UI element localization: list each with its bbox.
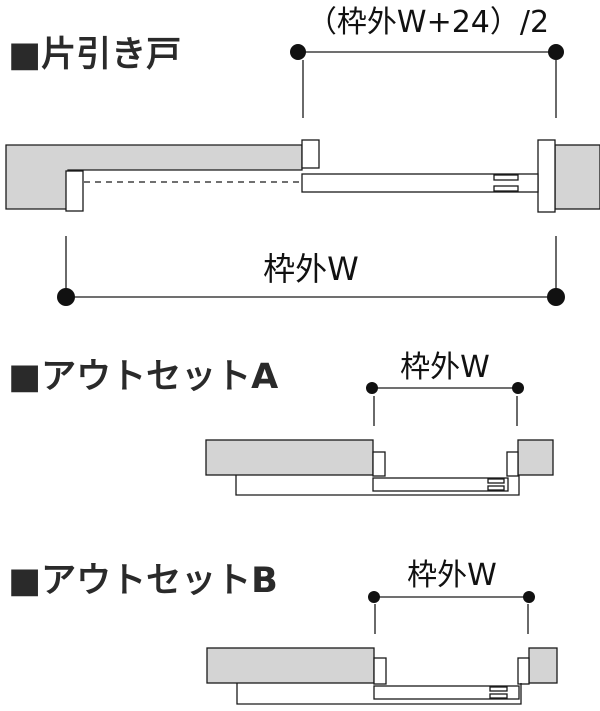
dimension-dot-bottom-left [57, 288, 75, 306]
frame-jamb-right [537, 139, 556, 213]
section-outset-b: ■アウトセットB 枠外W [8, 558, 558, 705]
dimension-label-half-width: （枠外W+24）/2 [307, 5, 549, 40]
wall-outset-b-right [528, 647, 558, 684]
dimension-dot-outset-a-left [366, 382, 378, 394]
rail-outset-b [236, 683, 522, 705]
dimension-label-outset-a: 枠外W [400, 350, 490, 385]
section-heading-outset-a: ■アウトセットA [8, 357, 278, 397]
door-panel-outset-b [373, 685, 520, 700]
frame-outset-a-right [506, 451, 519, 477]
dimension-dot-outset-b-left [368, 591, 380, 603]
dimension-dot-outset-b-right [523, 591, 535, 603]
wall-outset-a-left [205, 439, 374, 476]
rail-outset-a [235, 475, 520, 496]
dimension-dot-outset-a-right [512, 382, 524, 394]
handle-outset-a-top [487, 478, 505, 484]
frame-stop-left [301, 139, 320, 169]
dimension-dot-top-left [290, 44, 306, 60]
section-outset-a: ■アウトセットA 枠外W [8, 350, 554, 496]
wall-left [5, 144, 303, 210]
door-panel [301, 173, 539, 193]
handle-outset-b-top [489, 686, 508, 692]
section-katabiki-door: ■片引き戸 （枠外W+24）/2 枠外W [5, 5, 600, 306]
frame-jamb-left [65, 170, 84, 212]
wall-right [554, 144, 600, 210]
frame-outset-a-left [372, 451, 386, 477]
section-heading-outset-b: ■アウトセットB [8, 561, 278, 601]
door-panel-outset-a [372, 477, 509, 492]
dimension-label-outset-b: 枠外W [407, 558, 497, 593]
handle-top [493, 174, 519, 181]
dimension-label-frame-width: 枠外W [263, 250, 359, 288]
frame-outset-b-right [517, 657, 530, 685]
section-heading-katabiki: ■片引き戸 [8, 35, 181, 75]
handle-bottom [493, 185, 519, 192]
handle-outset-b-bottom [489, 693, 508, 699]
wall-outset-b-left [206, 647, 375, 684]
dimension-dot-bottom-right [547, 288, 565, 306]
frame-outset-b-left [373, 657, 387, 685]
handle-outset-a-bottom [487, 485, 505, 491]
dimension-dot-top-right [548, 44, 564, 60]
wall-outset-a-right [517, 439, 554, 476]
